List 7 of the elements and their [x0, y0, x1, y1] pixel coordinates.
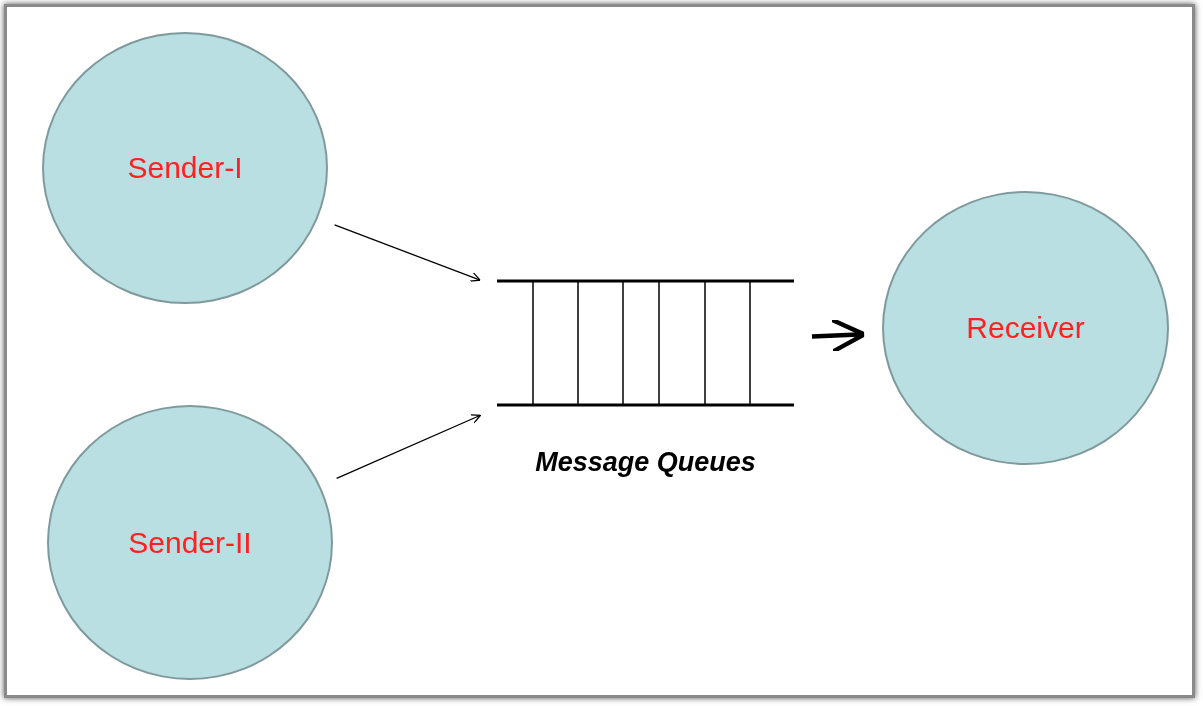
- arrow: [335, 414, 482, 479]
- arrow: [333, 224, 481, 282]
- node-label: Sender-I: [127, 151, 243, 185]
- arrow: [811, 317, 867, 354]
- node-label: Sender-II: [128, 525, 252, 560]
- queue-label: Message Queues: [534, 447, 757, 478]
- node-label: Receiver: [966, 311, 1085, 345]
